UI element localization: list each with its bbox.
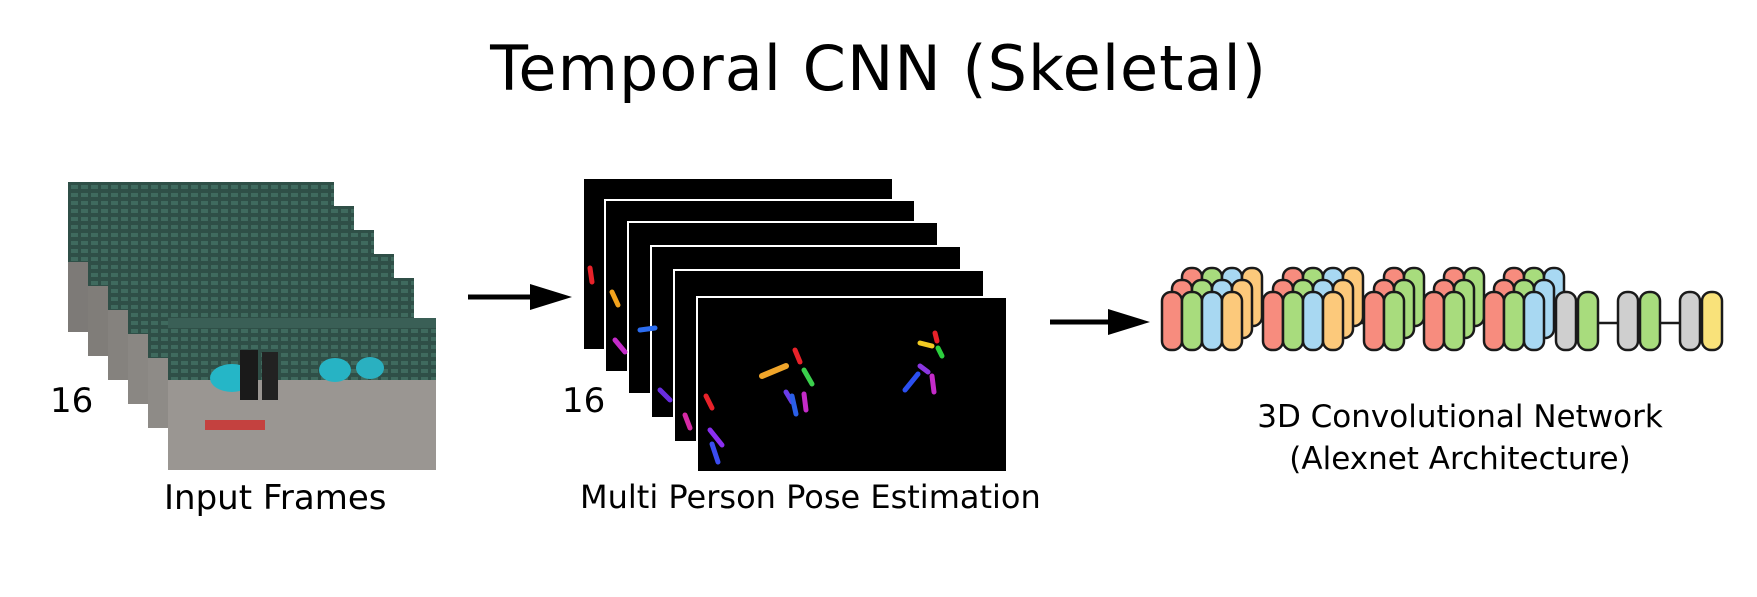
arrow-right-icon <box>1050 309 1150 335</box>
input-frames-label: Input Frames <box>164 478 387 518</box>
pose-skeletons <box>587 265 945 465</box>
output-block <box>1678 290 1724 352</box>
dancers <box>205 350 384 430</box>
conv-block-group-4 <box>1422 266 1486 352</box>
pose-frames-stack <box>582 177 1008 473</box>
fc-block-2 <box>1616 290 1662 352</box>
conv-block-group-5 <box>1482 266 1566 352</box>
network-caption-line2: (Alexnet Architecture) <box>1289 441 1631 477</box>
input-frames-stack <box>68 182 436 470</box>
network-caption-line1: 3D Convolutional Network <box>1257 399 1663 435</box>
pose-frame-front <box>696 296 1008 473</box>
arrow-right-icon <box>468 284 572 310</box>
conv-block-group-3 <box>1362 266 1426 352</box>
cnn-architecture <box>1160 266 1724 352</box>
conv-block-group-1 <box>1160 266 1264 352</box>
pose-estimation-label: Multi Person Pose Estimation <box>580 478 1041 516</box>
pose-frames-count: 16 <box>562 381 605 421</box>
fc-block-1 <box>1554 290 1600 352</box>
network-caption: 3D Convolutional Network (Alexnet Archit… <box>1180 396 1740 480</box>
input-frame-front <box>168 318 436 470</box>
conv-block-group-2 <box>1261 266 1365 352</box>
page-title: Temporal CNN (Skeletal) <box>490 32 1267 105</box>
input-frames-count: 16 <box>50 381 93 421</box>
